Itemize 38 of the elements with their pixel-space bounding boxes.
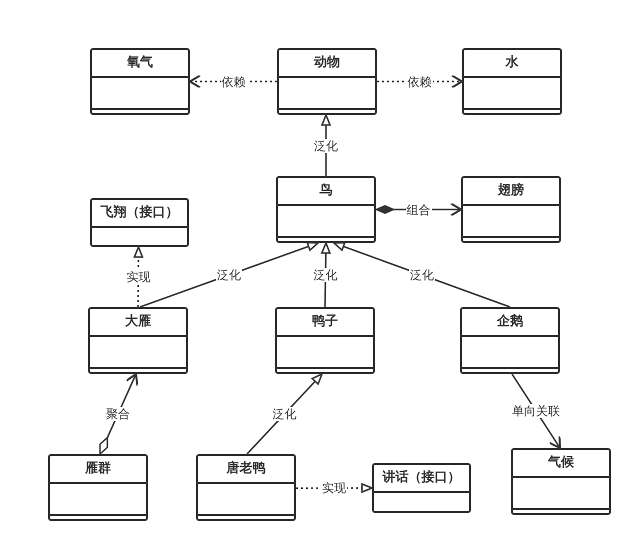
class-name: 翅膀 [498,182,524,200]
class-box [277,48,377,115]
class-box [48,454,148,521]
class-name: 飞翔（接口） [100,204,178,222]
class-box [88,307,188,374]
edge-label: 聚合 [105,407,131,421]
edge-label: 泛化 [216,268,242,282]
edge-label: 组合 [406,202,432,216]
edge-label: 泛化 [409,268,435,282]
edge-label: 单向关联 [511,404,561,418]
class-name: 唐老鸭 [226,460,266,478]
class-name: 鸟 [320,182,332,200]
edge-label: 依赖 [406,74,432,88]
class-name: 气候 [548,454,574,472]
class-name: 讲话（接口） [382,468,460,488]
class-box [511,448,611,515]
class-box [90,198,189,247]
edge-label: 实现 [125,270,152,284]
edge-label: 实现 [321,481,347,496]
class-box [275,307,375,374]
class-box [196,454,296,521]
class-box [372,463,471,513]
class-name: 大雁 [125,313,151,332]
class-name: 动物 [314,54,340,72]
edge-label: 泛化 [312,268,338,282]
class-box [462,48,562,115]
class-name: 雁群 [85,460,111,478]
class-box [461,176,561,243]
class-name: 鸭子 [312,313,338,332]
edge-label: 泛化 [272,407,298,421]
class-name: 氧气 [127,54,153,72]
class-box [276,176,376,243]
class-box [90,48,190,115]
class-name: 企鹅 [497,313,523,332]
class-box [460,307,560,374]
edge-label: 依赖 [220,74,246,88]
class-name: 水 [506,54,518,72]
edge-label: 泛化 [313,138,339,152]
